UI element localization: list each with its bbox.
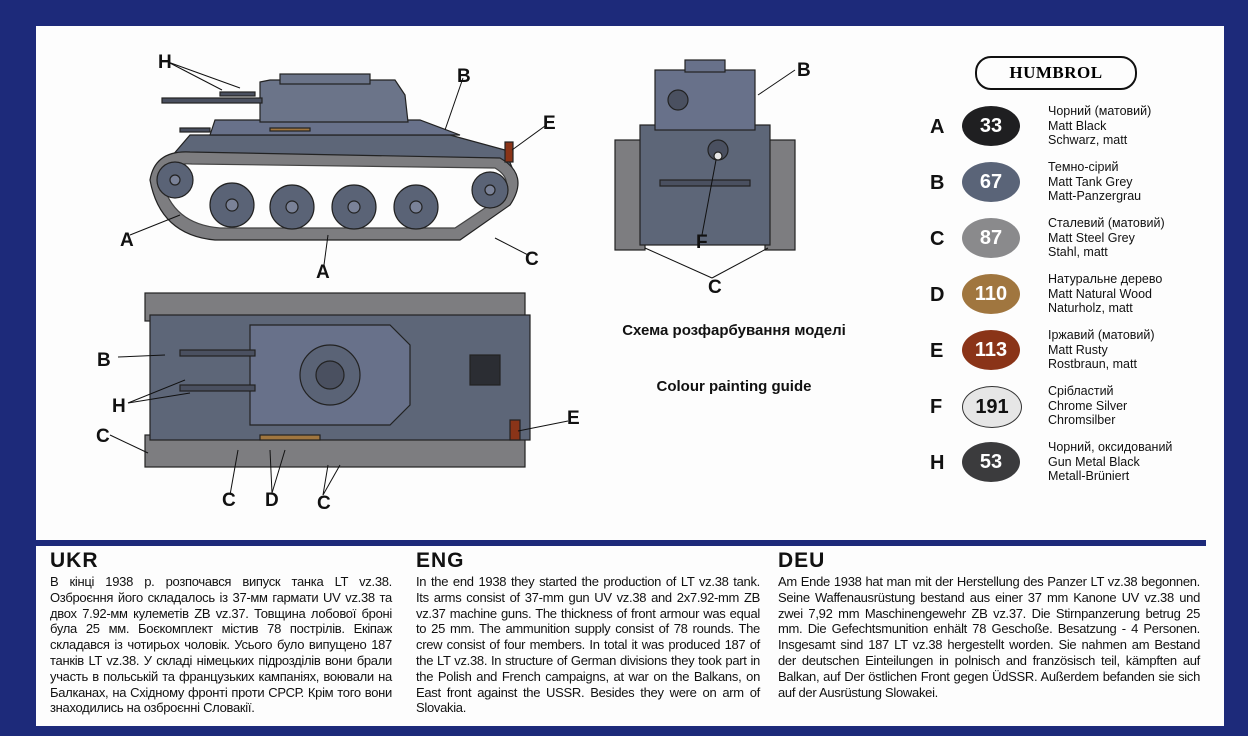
section-ukr: UKR В кінці 1938 р. розпочався випуск та… [50,550,392,716]
section-eng: ENG In the end 1938 they started the pro… [416,550,760,716]
callout-c-top-right: C [317,493,331,514]
paint-name-line: Matt Black [1048,118,1107,133]
paint-name-line: Metall-Brüniert [1048,469,1130,483]
paint-name-line: Rostbraun, matt [1048,357,1137,371]
callout-b-front: B [797,60,811,81]
paint-letter: D [930,284,945,306]
paint-swatch: 191 [962,386,1022,428]
callout-e-top: E [567,408,580,429]
paint-swatch: 87 [962,218,1020,258]
paint-letter: B [930,172,945,194]
guide-title-ukr: Схема розфарбування моделі [622,322,846,339]
paint-name-line: Іржавий (матовий) [1048,328,1155,342]
section-heading-eng: ENG [416,549,465,572]
section-heading-ukr: UKR [50,549,99,572]
paint-name-line: Срібластий [1048,384,1114,398]
paint-name-line: Matt Rusty [1048,342,1108,357]
paint-name-line: Чорний, оксидований [1048,440,1173,454]
paint-swatch: 110 [962,274,1020,314]
paint-letter: H [930,452,945,474]
paint-name-line: Matt Natural Wood [1048,286,1152,301]
callout-e-side: E [543,113,556,134]
paint-name-line: Chrome Silver [1048,398,1128,413]
paint-letter: C [930,228,945,250]
paint-code: 53 [979,450,1003,473]
paint-letter: F [930,396,943,418]
tank-side-view [129,61,546,266]
section-text-eng: In the end 1938 they started the product… [416,574,760,716]
tank-top-view [109,292,569,496]
paint-code: 191 [975,395,1009,418]
section-heading-deu: DEU [778,549,826,572]
callout-c-side: C [525,249,539,270]
paint-code: 110 [974,282,1008,305]
callout-a-side-left: A [120,230,134,251]
paint-name-line: Чорний (матовий) [1048,104,1152,118]
paint-name-line: Натуральне дерево [1048,272,1163,286]
section-divider [36,540,1206,546]
callout-b-top: B [97,350,111,371]
paint-code: 113 [974,338,1008,361]
callout-c-front: C [708,277,722,298]
callout-c-top-left: C [96,426,110,447]
paint-name-line: Matt Tank Grey [1048,174,1133,189]
callout-c-top-bottom: C [222,490,236,511]
paint-name-line: Matt Steel Grey [1048,230,1135,245]
paint-name-line: Chromsilber [1048,413,1116,427]
humbrol-logo: HUMBROL [975,56,1137,90]
paint-name-line: Naturholz, matt [1048,301,1133,315]
callout-a-side-bottom: A [316,262,330,283]
paint-name-line: Stahl, matt [1048,245,1108,259]
callout-b-side: B [457,66,471,87]
paint-letter: A [930,116,945,138]
paint-code: 67 [979,170,1003,193]
paint-name-line: Schwarz, matt [1048,133,1128,147]
paint-name-line: Gun Metal Black [1048,454,1140,469]
section-text-deu: Am Ende 1938 hat man mit der Herstellung… [778,574,1200,700]
callout-h-top: H [112,396,126,417]
callout-f-front: F [696,232,708,253]
paint-swatch: 113 [962,330,1020,370]
tank-front-view [614,59,796,279]
paint-name-line: Matt-Panzergrau [1048,189,1142,203]
section-text-ukr: В кінці 1938 р. розпочався випуск танка … [50,574,392,716]
paint-code: 87 [979,226,1003,249]
callout-d-top: D [265,490,279,511]
paint-swatch: 33 [962,106,1020,146]
paint-letter: E [930,340,944,362]
paint-swatch: 53 [962,442,1020,482]
guide-title-eng: Colour painting guide [656,378,812,395]
paint-swatch: 67 [962,162,1020,202]
section-deu: DEU Am Ende 1938 hat man mit der Herstel… [778,550,1200,700]
paint-code: 33 [979,114,1003,137]
paint-name-line: Сталевий (матовий) [1048,216,1165,230]
callout-h-side: H [158,52,172,73]
paint-name-line: Темно-сірий [1048,160,1119,174]
